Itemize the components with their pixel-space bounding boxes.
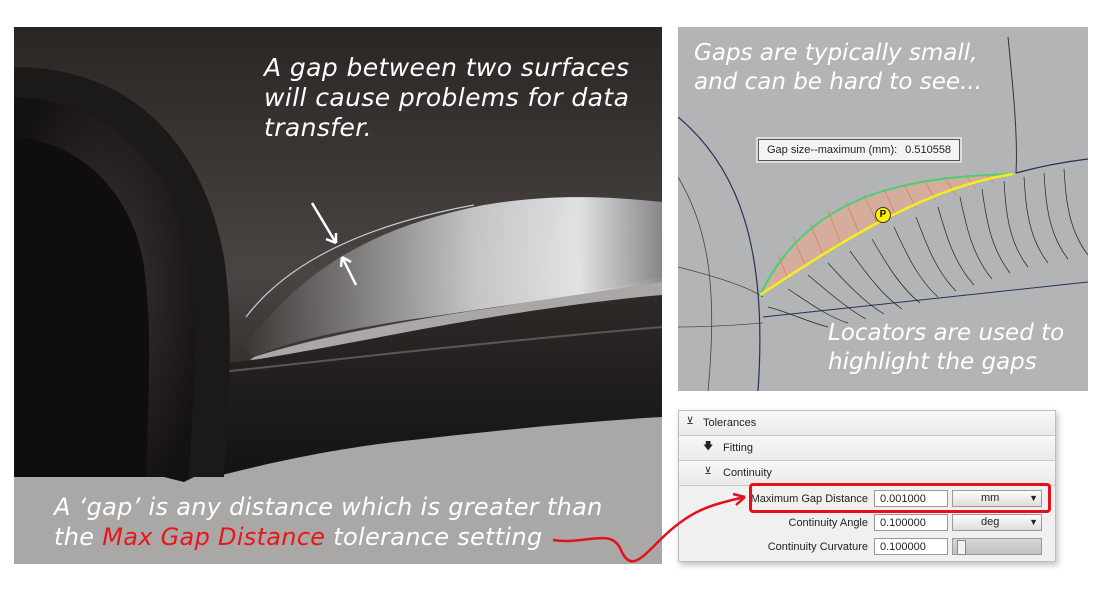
tolerances-section-header[interactable]: ⊻ Tolerances: [679, 411, 1055, 436]
tolerances-title: Tolerances: [703, 417, 757, 429]
continuity-curvature-field[interactable]: 0.100000: [874, 538, 948, 555]
expanded-section-icon: ⊻: [686, 416, 694, 427]
caption-line-2-end: tolerance setting: [325, 523, 543, 551]
caption-line-2-start: the: [54, 523, 103, 551]
continuity-angle-unit-select[interactable]: deg ▼: [952, 514, 1042, 531]
locator-note-line-2: highlight the gaps: [828, 349, 1037, 375]
max-gap-distance-label: Maximum Gap Distance: [750, 493, 868, 505]
callout-line-2: will cause problems for data: [264, 83, 630, 112]
continuity-angle-unit-value: deg: [981, 516, 1000, 528]
gap-locator-marker[interactable]: P: [875, 207, 891, 223]
max-gap-distance-field[interactable]: 0.001000: [874, 490, 948, 507]
slider-knob[interactable]: [957, 540, 966, 555]
collapsed-arrow-icon: 🡇: [703, 441, 714, 452]
max-gap-distance-highlight: Max Gap Distance: [102, 523, 326, 551]
continuity-title: Continuity: [723, 467, 772, 479]
gap-explanation-callout: A gap between two surfaces will cause pr…: [264, 53, 630, 143]
expanded-section-icon: ⊻: [704, 466, 712, 477]
callout-line-1: A gap between two surfaces: [264, 53, 630, 82]
gap-definition-caption: A ‘gap’ is any distance which is greater…: [54, 492, 654, 552]
locator-note-line-1: Locators are used to: [828, 320, 1065, 346]
chevron-down-icon: ▼: [1029, 493, 1038, 503]
continuity-curvature-row: Continuity Curvature 0.100000: [679, 535, 1055, 559]
gap-size-label: Gap size--maximum (mm):: [767, 144, 898, 156]
zoom-title-line-1: Gaps are typically small,: [694, 40, 978, 66]
fitting-title: Fitting: [723, 442, 753, 454]
caption-line-2: the Max Gap Distance tolerance setting: [54, 522, 654, 552]
chevron-down-icon: ▼: [1029, 517, 1038, 527]
fitting-section-header[interactable]: 🡇 Fitting: [679, 436, 1055, 461]
max-gap-unit-value: mm: [981, 492, 1000, 504]
gap-visibility-note: Gaps are typically small, and can be har…: [694, 39, 982, 97]
car-body-render: [14, 27, 662, 564]
surface-render-panel: A gap between two surfaces will cause pr…: [14, 27, 662, 564]
zoom-title-line-2: and can be hard to see...: [694, 69, 982, 95]
gap-zoom-panel: Gaps are typically small, and can be har…: [678, 27, 1088, 391]
gap-size-value: 0.510558: [905, 144, 952, 156]
continuity-angle-row: Continuity Angle 0.100000 deg ▼: [679, 511, 1055, 535]
callout-line-3: transfer.: [264, 113, 372, 142]
continuity-curvature-label: Continuity Curvature: [767, 541, 868, 553]
continuity-angle-field[interactable]: 0.100000: [874, 514, 948, 531]
caption-line-1: A ‘gap’ is any distance which is greater…: [54, 493, 603, 521]
locator-note: Locators are used to highlight the gaps: [828, 319, 1064, 377]
continuity-curvature-slider[interactable]: [952, 538, 1042, 555]
max-gap-distance-row: Maximum Gap Distance 0.001000 mm ▼: [679, 487, 1055, 511]
max-gap-highlight-box: [749, 483, 1051, 513]
continuity-section-header[interactable]: ⊻ Continuity: [679, 461, 1055, 486]
gap-size-readout: Gap size--maximum (mm): 0.510558: [758, 139, 961, 161]
max-gap-unit-select[interactable]: mm ▼: [952, 490, 1042, 507]
tolerances-panel: ⊻ Tolerances 🡇 Fitting ⊻ Continuity Maxi…: [678, 410, 1056, 562]
continuity-angle-label: Continuity Angle: [788, 517, 869, 529]
